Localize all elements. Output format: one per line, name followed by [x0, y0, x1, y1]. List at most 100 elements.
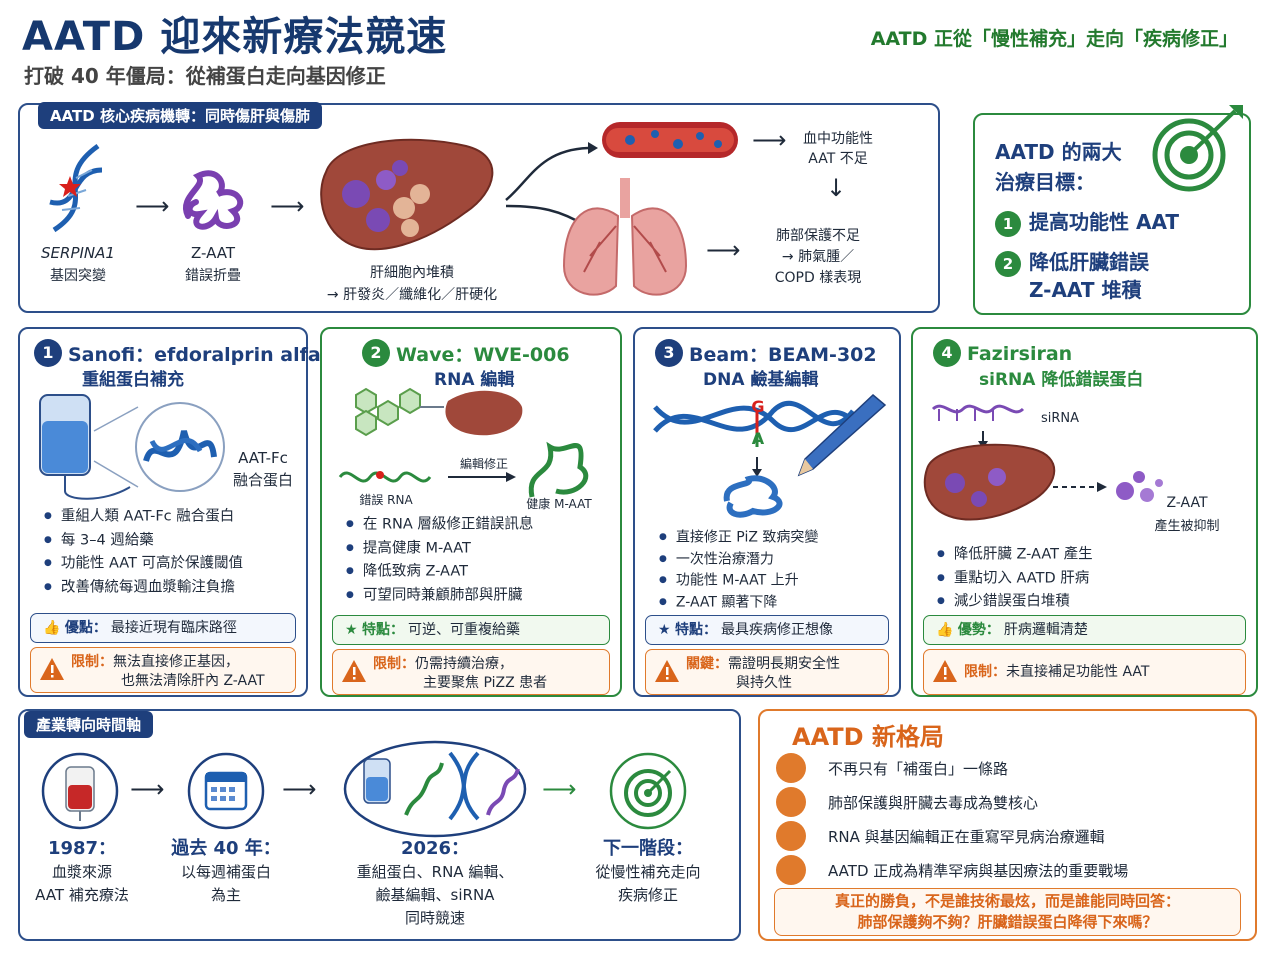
page-title: AATD 迎來新療法競速	[22, 14, 448, 60]
card-pill: ★ 特點：可逆、可重複給藥	[332, 615, 610, 645]
list-item: 提高健康 M-AAT	[346, 537, 533, 561]
right-slogan: AATD 正從「慢性補充」走向「疾病修正」	[870, 28, 1238, 50]
calendar-icon	[187, 752, 265, 830]
card-pill: 👍 優點：最接近現有臨床路徑	[30, 613, 296, 643]
list-item: 每 3–4 週給藥	[44, 529, 243, 553]
list-item: 改善傳統每週血漿輸注負擔	[44, 576, 243, 600]
zaat-label-2: 錯誤折疊	[185, 268, 241, 284]
list-item: Z-AAT 顯著下降	[659, 592, 818, 614]
sirna-label: siRNA	[1040, 411, 1080, 426]
arrow-right-icon: ⟶	[270, 192, 305, 220]
card-pill: 👍 優勢：肝病邏輯清楚	[923, 615, 1246, 645]
blood-label: 血中功能性	[803, 131, 873, 147]
liver-icon	[320, 138, 494, 251]
zaat-suppressed-label-2: 產生被抑制	[1154, 519, 1220, 534]
arrow-down-icon: ↓	[826, 174, 847, 202]
flag-icon	[776, 855, 806, 885]
warning-icon	[40, 658, 64, 680]
arrow-right-icon: ⟶	[130, 775, 165, 803]
lung-label-2: → 肺氣腫／	[781, 249, 855, 265]
star-icon: ★	[345, 622, 358, 638]
dna-icon	[49, 143, 103, 233]
list-item: 重組人類 AAT-Fc 融合蛋白	[44, 505, 243, 529]
misfolded-protein-icon	[183, 170, 244, 230]
aatfc-label-2: 融合蛋白	[232, 471, 293, 489]
liver-label: 肝細胞內堆積	[370, 265, 454, 281]
lungs-icon	[776, 787, 806, 817]
thumbs-up-icon: 👍	[936, 622, 954, 638]
mechanism-tag: AATD 核心疾病機轉：同時傷肝與傷肺	[38, 102, 322, 129]
card-warning: 限制：仍需持續治療，主要聚焦 PiZZ 患者	[332, 649, 610, 695]
warning-icon	[342, 660, 366, 682]
new-item-3: RNA 與基因編輯正在重寫罕見病治療邏輯	[776, 821, 1105, 851]
arrow-right-icon: ⟶	[282, 775, 317, 803]
mechanism-panel: AATD 核心疾病機轉：同時傷肝與傷肺	[18, 102, 940, 313]
card-bullets: 直接修正 PiZ 致病突變 一次性治療潛力 功能性 M-AAT 上升 Z-AAT…	[659, 527, 819, 614]
list-item: 可望同時兼顧肺部與肝臟	[346, 584, 533, 608]
sirna-liver-icon	[923, 404, 1163, 521]
list-item: 功能性 AAT 可高於保護閾值	[44, 552, 243, 576]
card-pill: ★ 特點：最具疾病修正想像	[645, 615, 889, 645]
arrow-right-icon: ⟶	[706, 236, 741, 264]
list-item: 減少錯誤蛋白堆積	[937, 590, 1093, 614]
warning-icon	[933, 660, 957, 682]
list-item: 在 RNA 層級修正錯誤訊息	[346, 513, 534, 537]
list-item: 一次性治療潛力	[659, 549, 818, 571]
target-icon	[1152, 105, 1243, 192]
thumbs-up-icon: 👍	[43, 620, 61, 636]
list-item: 重點切入 AATD 肝病	[937, 567, 1093, 591]
edit-label: 編輯修正	[459, 457, 508, 471]
list-item: 功能性 M-AAT 上升	[659, 570, 818, 592]
new-item-1: 不再只有「補蛋白」一條路	[776, 753, 1008, 783]
blood-label-2: AAT 不足	[808, 151, 868, 167]
list-item: 直接修正 PiZ 致病突變	[659, 527, 819, 549]
goals-title: AATD 的兩大治療目標：	[995, 140, 1122, 194]
blood-bag-icon	[41, 752, 119, 830]
list-item: 降低致病 Z-AAT	[346, 560, 533, 584]
new-landscape-panel: AATD 新格局 不再只有「補蛋白」一條路 肺部保護與肝臟去毒成為雙核心 RNA…	[758, 709, 1257, 941]
therapies-icon	[343, 740, 527, 838]
target-icon	[609, 752, 687, 830]
dna-pencil-icon	[653, 393, 887, 518]
route-icon	[776, 753, 806, 783]
rna-editing-icon	[338, 387, 589, 498]
star-icon: ★	[658, 622, 671, 638]
card-bullets: 降低肝臟 Z-AAT 產生 重點切入 AATD 肝病 減少錯誤蛋白堆積	[937, 543, 1093, 614]
liver-label-2: → 肝發炎／纖維化／肝硬化	[326, 287, 498, 303]
final-question: 真正的勝負，不是誰技術最炫，而是誰能同時回答：肺部保護夠不夠？肝臟錯誤蛋白降得下…	[774, 888, 1241, 936]
lung-label-3: COPD 樣表現	[774, 270, 862, 286]
timeline-step-past: 過去 40 年：以每週補蛋白為主	[171, 838, 281, 904]
warning-icon	[655, 660, 679, 682]
lung-label: 肺部保護不足	[776, 228, 860, 244]
new-item-4: AATD 正成為精準罕病與基因療法的重要戰場	[776, 855, 1128, 885]
gene-label-2: 基因突變	[50, 268, 106, 284]
base-a-label: A	[751, 429, 765, 448]
card-warning: 關鍵：需證明長期安全性與持久性	[645, 649, 889, 695]
wrong-rna-label: 錯誤 RNA	[359, 493, 413, 507]
card-bullets: 重組人類 AAT-Fc 融合蛋白 每 3–4 週給藥 功能性 AAT 可高於保護…	[44, 505, 243, 599]
gene-label: SERPINA1	[41, 244, 115, 262]
new-item-2: 肺部保護與肝臟去毒成為雙核心	[776, 787, 1038, 817]
healthy-maat-label: 健康 M-AAT	[526, 497, 592, 511]
page-subtitle: 打破 40 年僵局：從補蛋白走向基因修正	[24, 64, 386, 88]
arrow-right-icon: ⟶	[542, 775, 577, 803]
list-item: 降低肝臟 Z-AAT 產生	[937, 543, 1093, 567]
aatfc-label: AAT-Fc	[238, 449, 288, 467]
arrow-right-icon: ⟶	[135, 192, 170, 220]
zaat-label: Z-AAT	[190, 244, 236, 262]
iv-bag-icon	[39, 394, 225, 500]
card-subtitle: siRNA 降低錯誤蛋白	[979, 370, 1144, 390]
blood-vessel-icon	[602, 122, 738, 158]
